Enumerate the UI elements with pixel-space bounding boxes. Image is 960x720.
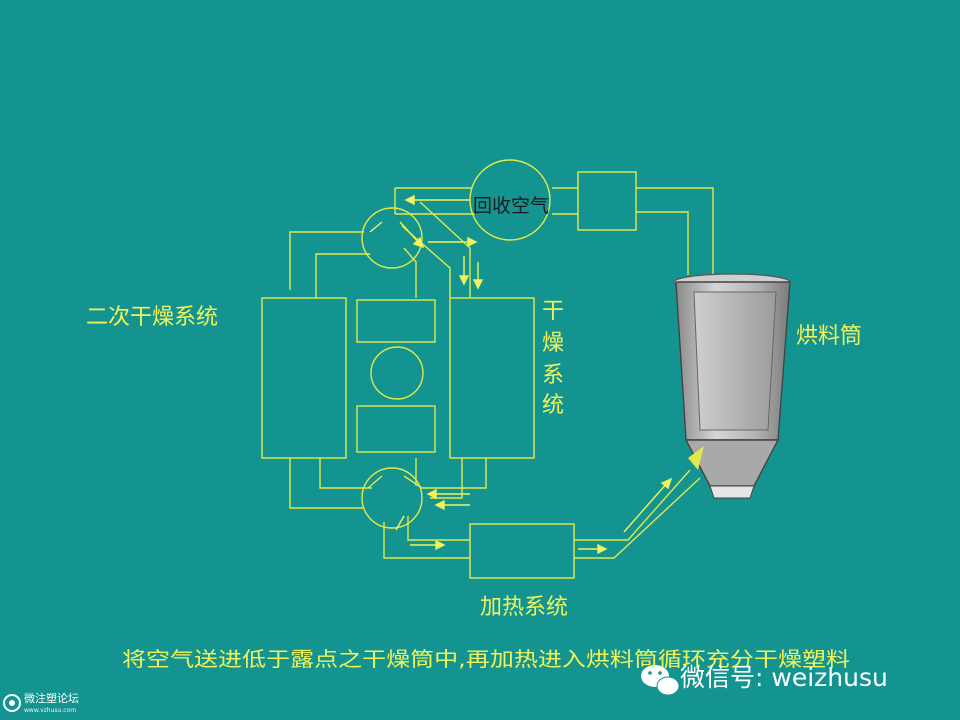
pipe-network bbox=[261, 159, 714, 579]
forum-logo-icon bbox=[3, 694, 21, 712]
label-secondary-drying-system: 二次干燥系统 bbox=[86, 305, 218, 330]
wechat-icon bbox=[641, 665, 680, 696]
label-drying-system-4: 统 bbox=[542, 393, 564, 418]
label-drying-system-2: 燥 bbox=[542, 331, 564, 356]
label-hopper: 烘料筒 bbox=[796, 324, 862, 349]
hopper bbox=[673, 273, 791, 499]
wechat-watermark: 微信号: weizhusu bbox=[680, 663, 888, 692]
label-drying-system-1: 干 bbox=[542, 299, 564, 324]
label-heating-system: 加热系统 bbox=[480, 595, 568, 620]
label-drying-system-3: 系 bbox=[542, 363, 564, 388]
caption: 将空气送进低于露点之干燥筒中,再加热进入烘料筒循环充分干燥塑料 bbox=[122, 647, 850, 671]
flow-arrows bbox=[369, 194, 673, 555]
forum-logo-url: www.vzhusu.com bbox=[24, 707, 76, 714]
label-recovery-air: 回收空气 bbox=[473, 195, 549, 217]
forum-logo-name: 微注塑论坛 bbox=[24, 691, 79, 705]
